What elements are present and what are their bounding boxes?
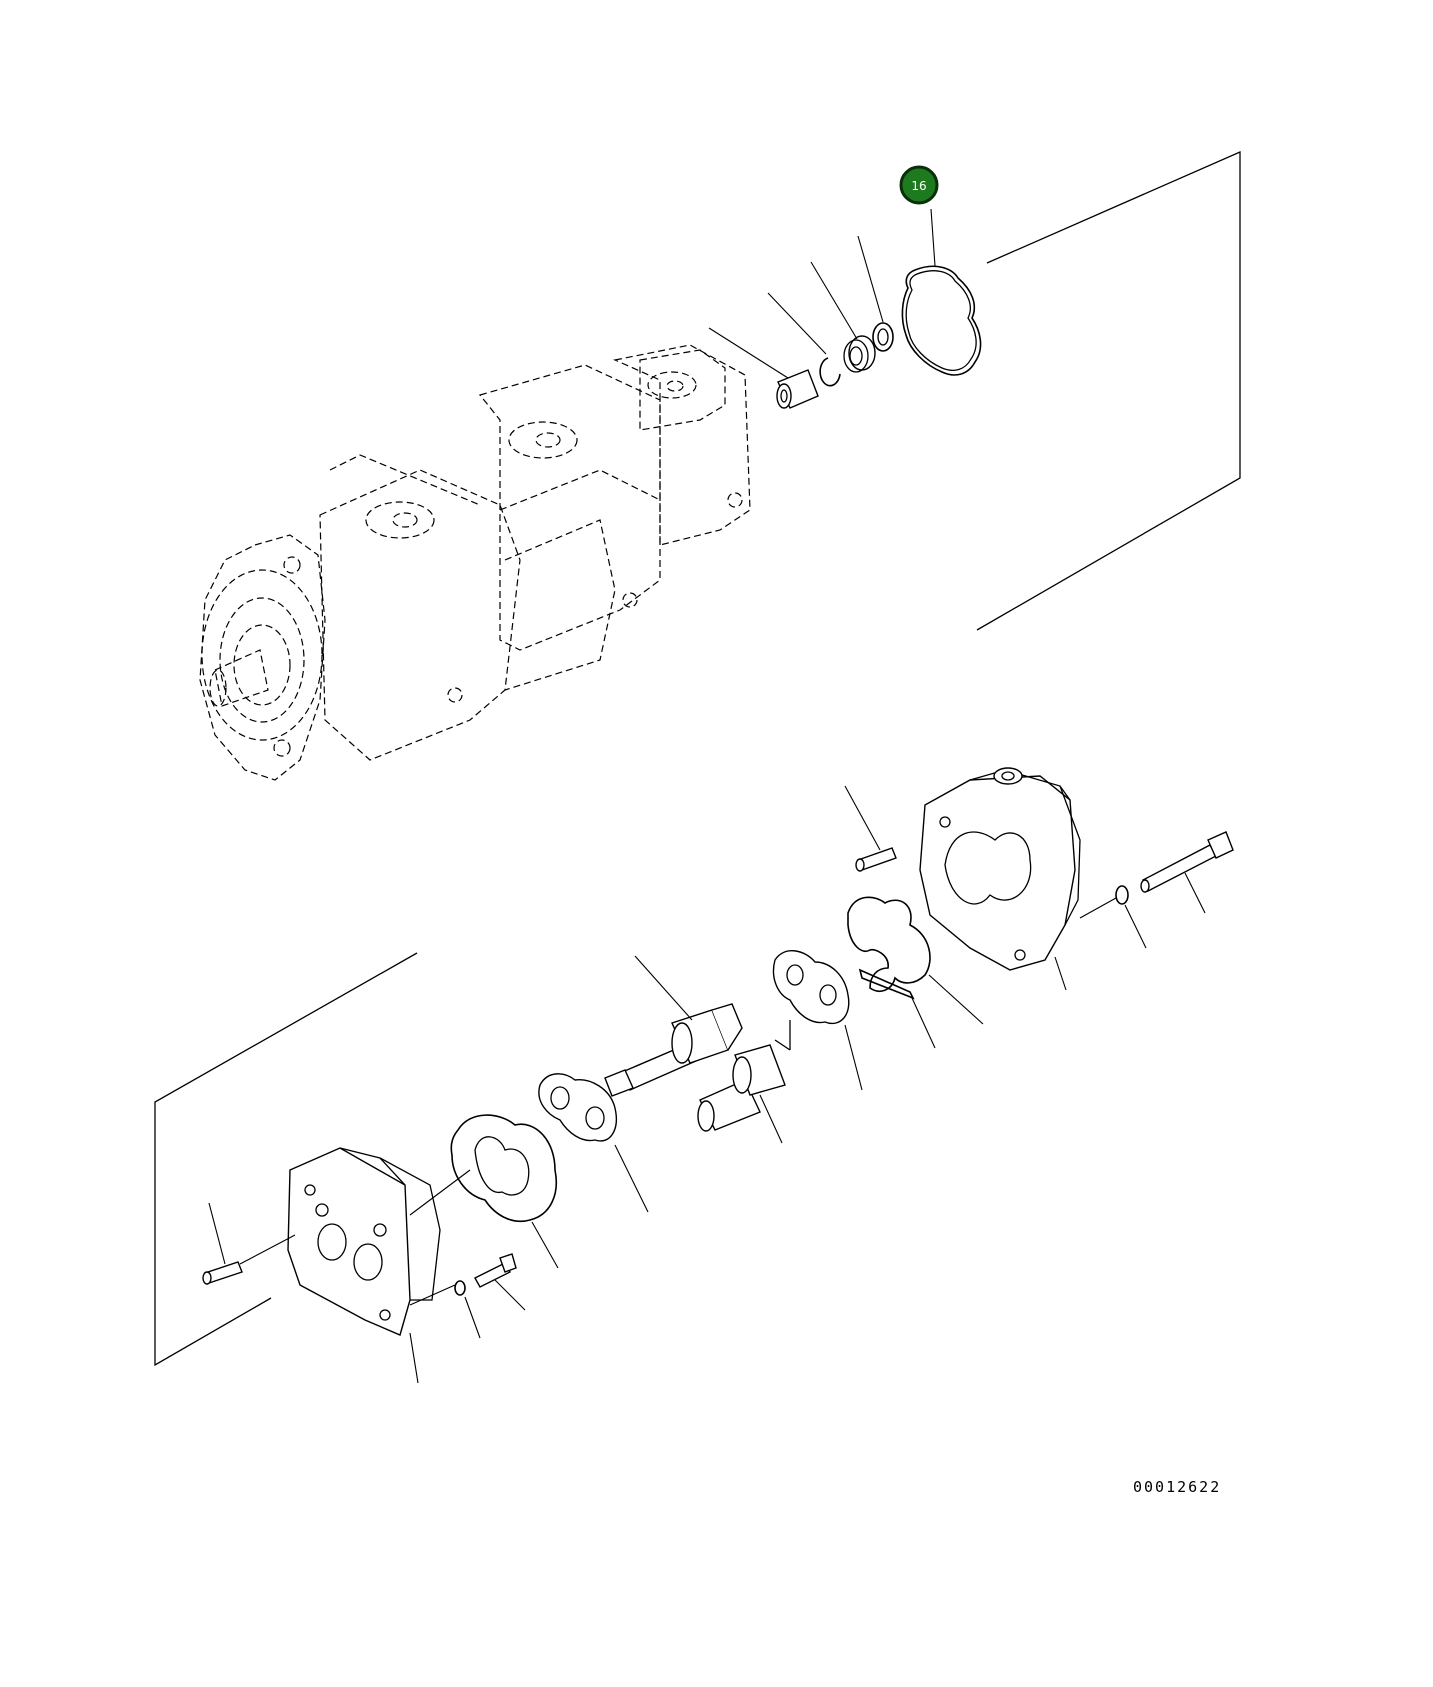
- snap-ring-part: [767, 292, 841, 387]
- drive-gear-shaft: [604, 955, 743, 1097]
- long-bolt: [1140, 831, 1234, 914]
- washer-part: [857, 235, 894, 352]
- seal-right: [858, 968, 936, 1049]
- washer-right: [1079, 885, 1147, 949]
- callout-16[interactable]: 16: [899, 165, 939, 205]
- lower-explosion-frame: [154, 952, 418, 1367]
- gasket-left: [450, 1114, 559, 1269]
- driven-gear: [697, 1020, 791, 1144]
- upper-explosion-frame: [976, 151, 1241, 631]
- dowel-pin-right: [844, 785, 897, 872]
- rear-housing: [919, 767, 1081, 991]
- side-plate-right: [772, 950, 863, 1091]
- bearing-part: [810, 261, 876, 373]
- callout-16-number: 16: [911, 179, 926, 193]
- pump-assembly: [199, 344, 751, 781]
- bushing-part: [708, 327, 819, 409]
- drawing-number: 00012622: [1133, 1478, 1221, 1496]
- side-plate-left: [538, 1073, 649, 1213]
- small-bolt-left: [474, 1253, 526, 1311]
- upper-parts: [708, 208, 982, 409]
- cover-gasket-part: [901, 208, 982, 376]
- gasket-right: [847, 896, 984, 1025]
- washer-left: [454, 1280, 481, 1339]
- front-housing: [287, 1147, 471, 1384]
- dowel-pin-left: [202, 1202, 296, 1285]
- lower-parts: [202, 767, 1234, 1384]
